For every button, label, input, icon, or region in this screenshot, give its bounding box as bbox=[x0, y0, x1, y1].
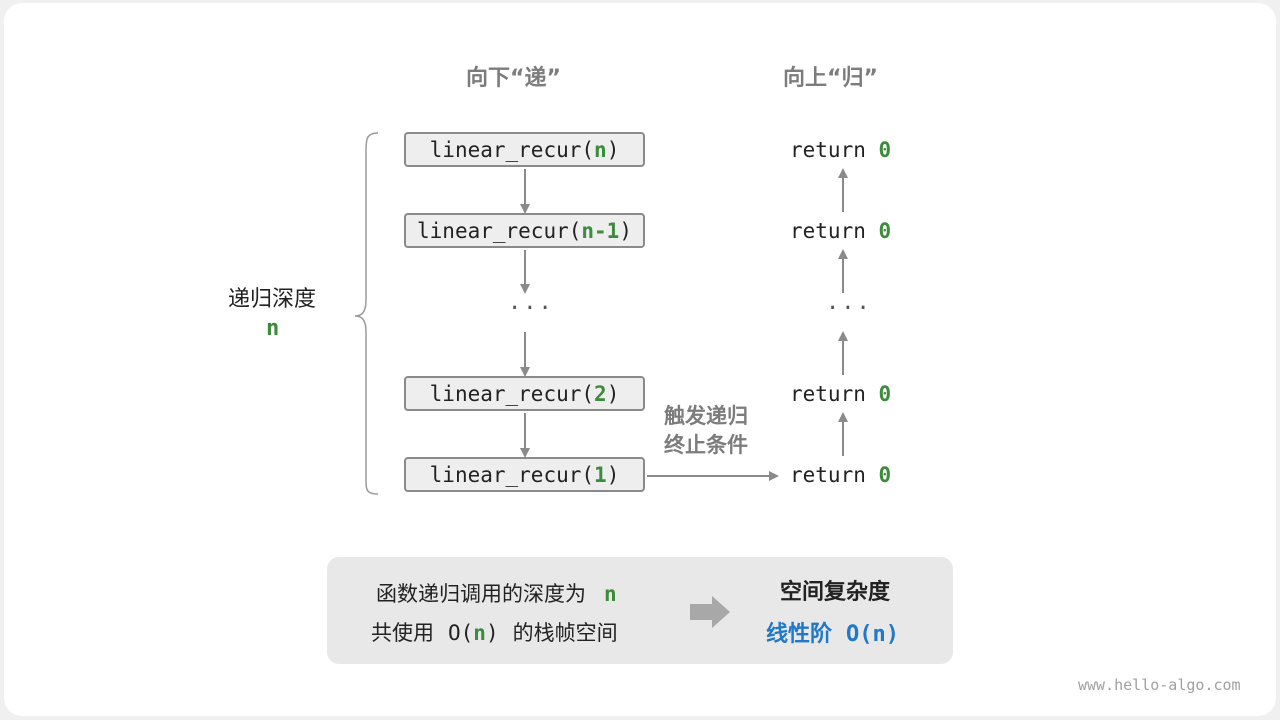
return-value: 0 bbox=[878, 219, 892, 243]
trigger-line-1: 触发递归 bbox=[664, 404, 748, 428]
call-close: ) bbox=[606, 137, 620, 162]
return-label: return 0 bbox=[790, 135, 900, 165]
depth-brace bbox=[354, 132, 379, 495]
heading-recurse-down: 向下“递” bbox=[466, 66, 561, 91]
call-box-1: linear_recur(1) bbox=[404, 457, 645, 492]
summary-depth-text: 函数递归调用的深度为 bbox=[376, 582, 586, 606]
call-ellipsis: ··· bbox=[508, 296, 554, 321]
summary-uses-text: 共使用 bbox=[371, 621, 434, 645]
space-complexity-value: 线性阶 O(n) bbox=[766, 616, 899, 648]
termination-trigger-label: 触发递归 终止条件 bbox=[664, 402, 748, 460]
trigger-line-2: 终止条件 bbox=[664, 433, 748, 457]
return-label: return 0 bbox=[790, 460, 900, 490]
call-fn: linear_recur( bbox=[429, 137, 595, 162]
call-arg: n bbox=[594, 137, 607, 162]
call-box-2: linear_recur(2) bbox=[404, 376, 645, 411]
recursion-depth-value: n bbox=[266, 316, 280, 341]
return-label: return 0 bbox=[790, 379, 900, 409]
return-label: return 0 bbox=[790, 216, 900, 246]
call-fn: linear_recur( bbox=[429, 381, 595, 406]
call-close: ) bbox=[619, 218, 632, 243]
call-arg: 1 bbox=[594, 462, 607, 487]
site-watermark: www.hello-algo.com bbox=[1078, 676, 1241, 694]
return-keyword: return bbox=[790, 138, 866, 162]
summary-line-1: 函数递归调用的深度为 n bbox=[376, 578, 617, 608]
call-arg: 2 bbox=[594, 381, 607, 406]
heading-return-up: 向上“归” bbox=[783, 66, 878, 91]
return-keyword: return bbox=[790, 219, 866, 243]
return-value: 0 bbox=[878, 382, 892, 406]
summary-stack-frame-text: 的栈帧空间 bbox=[512, 621, 618, 645]
summary-big-o-n: n bbox=[473, 621, 486, 645]
summary-panel bbox=[327, 557, 953, 664]
summary-line-2: 共使用 O(n) 的栈帧空间 bbox=[371, 617, 618, 647]
return-keyword: return bbox=[790, 463, 866, 487]
call-close: ) bbox=[606, 462, 620, 487]
return-keyword: return bbox=[790, 382, 866, 406]
space-complexity-big-o: O(n) bbox=[846, 622, 899, 647]
summary-depth-n: n bbox=[604, 582, 617, 606]
summary-arrow-icon bbox=[690, 596, 730, 628]
return-value: 0 bbox=[878, 463, 892, 487]
call-arg: n-1 bbox=[581, 218, 620, 243]
return-value: 0 bbox=[878, 138, 892, 162]
summary-big-o-open: O( bbox=[448, 621, 474, 645]
recursion-depth-label: 递归深度 bbox=[228, 287, 317, 312]
call-close: ) bbox=[606, 381, 620, 406]
summary-big-o-close: ) bbox=[485, 621, 499, 645]
return-ellipsis: ··· bbox=[826, 296, 872, 321]
call-fn: linear_recur( bbox=[417, 218, 582, 243]
space-complexity-title: 空间复杂度 bbox=[780, 580, 891, 605]
call-box-n-minus-1: linear_recur(n-1) bbox=[404, 213, 645, 248]
space-complexity-class: 线性阶 bbox=[766, 622, 833, 647]
call-fn: linear_recur( bbox=[429, 462, 595, 487]
call-box-n: linear_recur(n) bbox=[404, 132, 645, 167]
